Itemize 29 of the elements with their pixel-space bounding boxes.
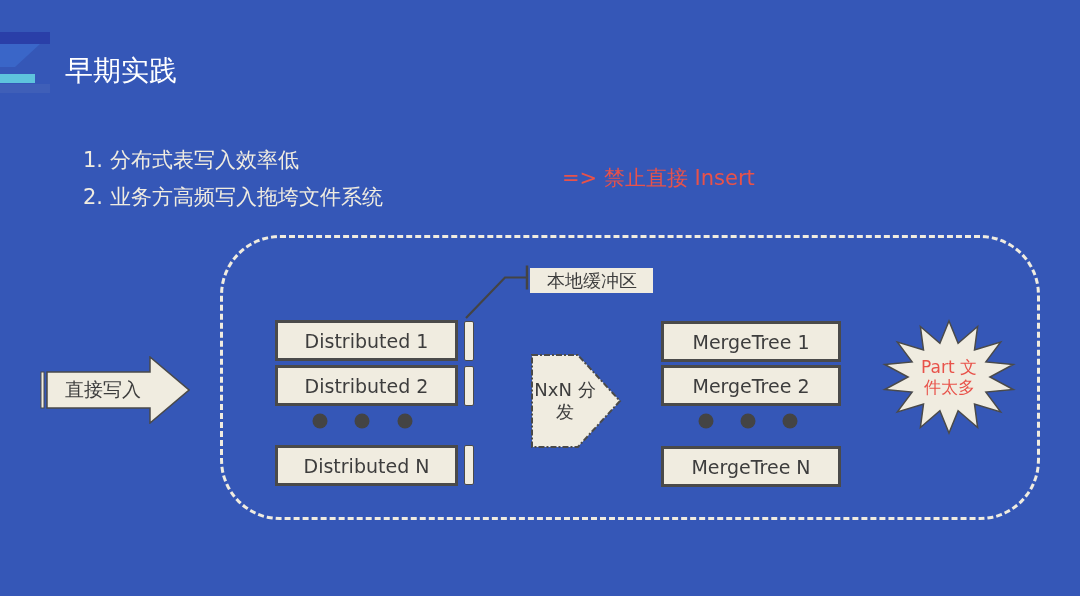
buffer-bar (464, 321, 474, 361)
node-text: Distributed 1 (304, 329, 429, 352)
table-box (275, 445, 458, 486)
buffer-bar (464, 445, 474, 485)
node-text: Distributed N (303, 454, 430, 477)
node-text: MergeTree 1 (692, 330, 810, 353)
table-box (275, 365, 458, 406)
node-text: MergeTree 2 (692, 374, 810, 397)
leader-line (465, 264, 529, 319)
slide-title: 早期实践 (65, 53, 177, 89)
node-text: 本地缓冲区 (546, 268, 637, 293)
numbered-point: 1. 分布式表写入效率低 (83, 147, 299, 174)
numbered-point: 2. 业务方高频写入拖垮文件系统 (83, 184, 383, 211)
node-text: MergeTree N (691, 455, 811, 478)
node-text: NxN 分发 (534, 378, 596, 424)
table-box (661, 321, 841, 362)
table-box (661, 446, 841, 487)
dispatch-pentagon (530, 353, 622, 449)
node-text: Distributed 2 (304, 374, 429, 397)
callout-label (530, 268, 653, 293)
dashed-region (220, 235, 1040, 520)
buffer-bar (464, 366, 474, 406)
conclusion-text: => 禁止直接 Insert (562, 165, 755, 192)
table-box (275, 320, 458, 361)
block-arrow (40, 356, 190, 424)
node-text: 直接写入 (65, 377, 141, 402)
warning-text: Part 文件太多 (920, 356, 978, 398)
burst-star (881, 319, 1017, 435)
table-box (661, 365, 841, 406)
